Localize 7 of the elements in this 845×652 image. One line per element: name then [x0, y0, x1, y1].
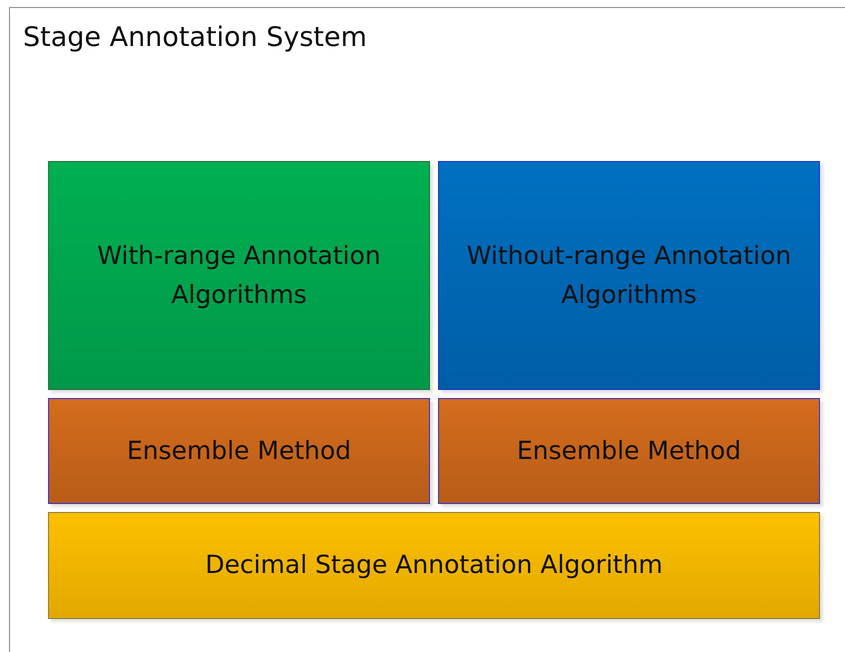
- component-block: Without-range Annotation Algorithms: [438, 161, 820, 390]
- component-block: Ensemble Method: [48, 398, 430, 504]
- component-block: With-range Annotation Algorithms: [48, 161, 430, 390]
- system-frame: [9, 7, 845, 652]
- component-block: Ensemble Method: [438, 398, 820, 504]
- frame-title: Stage Annotation System: [23, 22, 367, 53]
- component-block: Decimal Stage Annotation Algorithm: [48, 512, 820, 619]
